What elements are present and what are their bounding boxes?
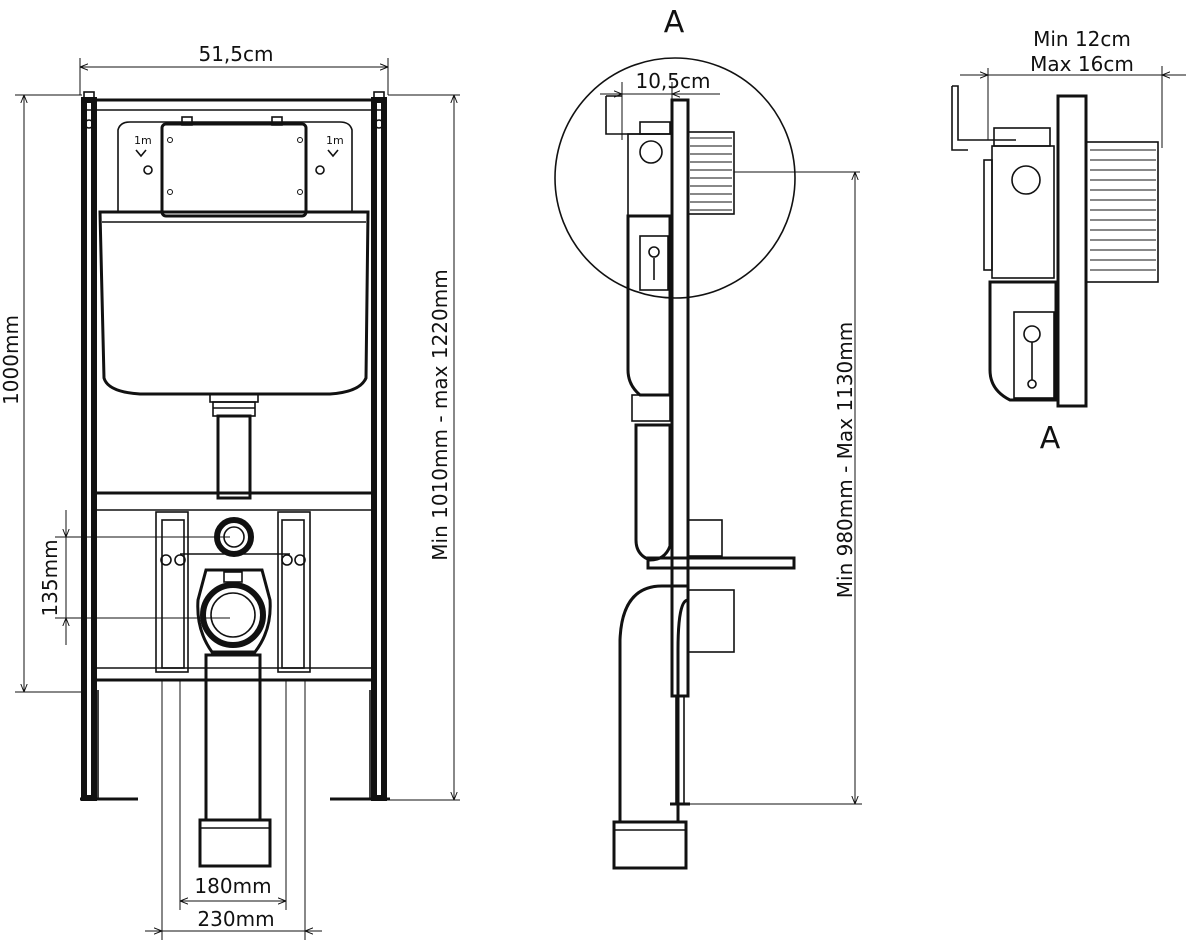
- inner-width-dimension: 180mm: [179, 680, 287, 910]
- depth-range-dimension: Min 12cm Max 16cm: [960, 27, 1186, 148]
- depth-dimension: 10,5cm: [600, 69, 720, 140]
- front-view: 51,5cm 1000mm Min 1010mm - max 1220mm 13…: [0, 42, 460, 940]
- cistern: 1m 1m: [98, 116, 370, 396]
- waste-outlet: [196, 568, 272, 868]
- side-view: A 10,5cm: [554, 5, 862, 870]
- actuator-grille: [687, 131, 735, 215]
- pictogram-right-label: 1m: [326, 134, 344, 147]
- max-depth-label: Max 16cm: [1030, 52, 1134, 76]
- side-section-marker: A: [664, 5, 685, 40]
- detail-actuator-grille: [1085, 141, 1159, 283]
- min-depth-label: Min 12cm: [1033, 27, 1131, 51]
- side-height-label: Min 980mm - Max 1130mm: [833, 322, 857, 598]
- pictogram-left-label: 1m: [134, 134, 152, 147]
- frame-height-dimension: Min 1010mm - max 1220mm: [388, 94, 460, 801]
- flush-pipe: [96, 393, 372, 557]
- depth-label: 10,5cm: [635, 69, 710, 93]
- inner-width-label: 180mm: [194, 874, 271, 898]
- outer-width-dimension: 230mm: [145, 680, 322, 940]
- frame: [80, 91, 390, 801]
- side-height-dimension: Min 980mm - Max 1130mm: [690, 172, 862, 805]
- width-dimension: 51,5cm: [79, 42, 389, 95]
- height-label: 1000mm: [0, 315, 23, 405]
- detail-view: Min 12cm Max 16cm: [951, 27, 1186, 456]
- outlet-offset-label: 135mm: [38, 539, 62, 616]
- detail-section-marker: A: [1040, 421, 1061, 456]
- mounting-brackets: [155, 511, 311, 673]
- height-dimension: 1000mm: [0, 94, 82, 693]
- width-label: 51,5cm: [198, 42, 273, 66]
- frame-height-label: Min 1010mm - max 1220mm: [428, 269, 452, 560]
- outer-width-label: 230mm: [197, 907, 274, 931]
